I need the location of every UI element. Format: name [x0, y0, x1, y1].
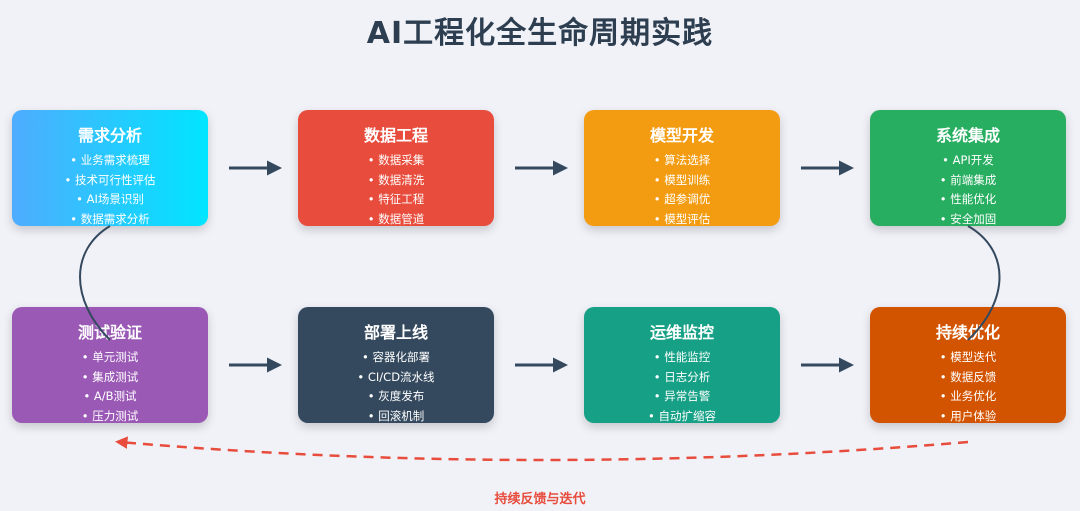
stage-item: 自动扩缩容: [648, 407, 716, 427]
stage-item: 单元测试: [82, 348, 138, 368]
stage-card-deployment: 部署上线 容器化部署 CI/CD流水线 灰度发布 回滚机制: [298, 307, 494, 423]
stage-item: 数据管道: [368, 210, 424, 230]
stage-item: 技术可行性评估: [65, 171, 156, 191]
stage-items: 算法选择 模型训练 超参调优 模型评估: [654, 151, 710, 229]
stage-item: 异常告警: [648, 387, 716, 407]
stage-item: 回滚机制: [357, 407, 434, 427]
page-title: AI工程化全生命周期实践: [366, 16, 714, 51]
stage-card-system-integration: 系统集成 API开发 前端集成 性能优化 安全加固: [870, 110, 1066, 226]
stage-item: 性能监控: [648, 348, 716, 368]
stage-card-model-development: 模型开发 算法选择 模型训练 超参调优 模型评估: [584, 110, 780, 226]
stage-title: 系统集成: [935, 126, 1000, 145]
connector-curve-left: [79, 225, 111, 341]
stage-item: 模型迭代: [940, 348, 996, 368]
stage-item: 数据采集: [368, 151, 424, 171]
stage-item: 数据清洗: [368, 171, 424, 191]
stage-item: CI/CD流水线: [357, 368, 435, 388]
stage-items: 模型迭代 数据反馈 业务优化 用户体验: [940, 348, 996, 426]
stage-item: 算法选择: [654, 151, 710, 171]
stage-title: 模型开发: [649, 126, 714, 145]
connector-curve-right: [967, 225, 1001, 341]
stage-items: API开发 前端集成 性能优化 安全加固: [940, 151, 996, 229]
stage-card-operations: 运维监控 性能监控 日志分析 异常告警 自动扩缩容: [584, 307, 780, 423]
stage-item: 模型训练: [654, 171, 710, 191]
stage-item: 超参调优: [654, 190, 710, 210]
stage-item: 业务优化: [940, 387, 996, 407]
stage-item: 特征工程: [368, 190, 424, 210]
stage-card-data-engineering: 数据工程 数据采集 数据清洗 特征工程 数据管道: [298, 110, 494, 226]
stage-item: 日志分析: [648, 368, 716, 388]
stage-title: 测试验证: [77, 323, 142, 342]
stage-item: 用户体验: [940, 407, 996, 427]
stage-card-optimization: 持续优化 模型迭代 数据反馈 业务优化 用户体验: [870, 307, 1066, 423]
stage-item: 模型评估: [654, 210, 710, 230]
stage-item: 容器化部署: [357, 348, 434, 368]
stage-item: A/B测试: [82, 387, 138, 407]
stage-items: 容器化部署 CI/CD流水线 灰度发布 回滚机制: [357, 348, 435, 427]
stage-item: 性能优化: [940, 190, 996, 210]
stage-item: 压力测试: [82, 407, 138, 427]
stage-card-testing: 测试验证 单元测试 集成测试 A/B测试 压力测试: [12, 307, 208, 423]
stage-card-requirements: 需求分析 业务需求梳理 技术可行性评估 AI场景识别 数据需求分析: [12, 110, 208, 226]
stage-items: 数据采集 数据清洗 特征工程 数据管道: [368, 151, 424, 229]
stage-item: API开发: [940, 151, 996, 171]
stage-item: AI场景识别: [65, 190, 156, 210]
stage-item: 数据反馈: [940, 368, 996, 388]
stage-title: 部署上线: [363, 323, 428, 342]
stage-title: 运维监控: [649, 323, 714, 342]
stage-items: 业务需求梳理 技术可行性评估 AI场景识别 数据需求分析: [65, 151, 156, 229]
stage-item: 集成测试: [82, 368, 138, 388]
stage-item: 前端集成: [940, 171, 996, 191]
stage-item: 安全加固: [940, 210, 996, 230]
feedback-label: 持续反馈与迭代: [494, 492, 586, 507]
feedback-arrow: [115, 436, 969, 462]
stage-title: 持续优化: [935, 323, 1000, 342]
stage-title: 数据工程: [363, 126, 428, 145]
stage-item: 业务需求梳理: [65, 151, 156, 171]
stage-item: 数据需求分析: [65, 210, 156, 230]
stage-item: 灰度发布: [357, 387, 434, 407]
stage-items: 性能监控 日志分析 异常告警 自动扩缩容: [648, 348, 716, 426]
stage-items: 单元测试 集成测试 A/B测试 压力测试: [82, 348, 138, 426]
stage-title: 需求分析: [77, 126, 142, 145]
